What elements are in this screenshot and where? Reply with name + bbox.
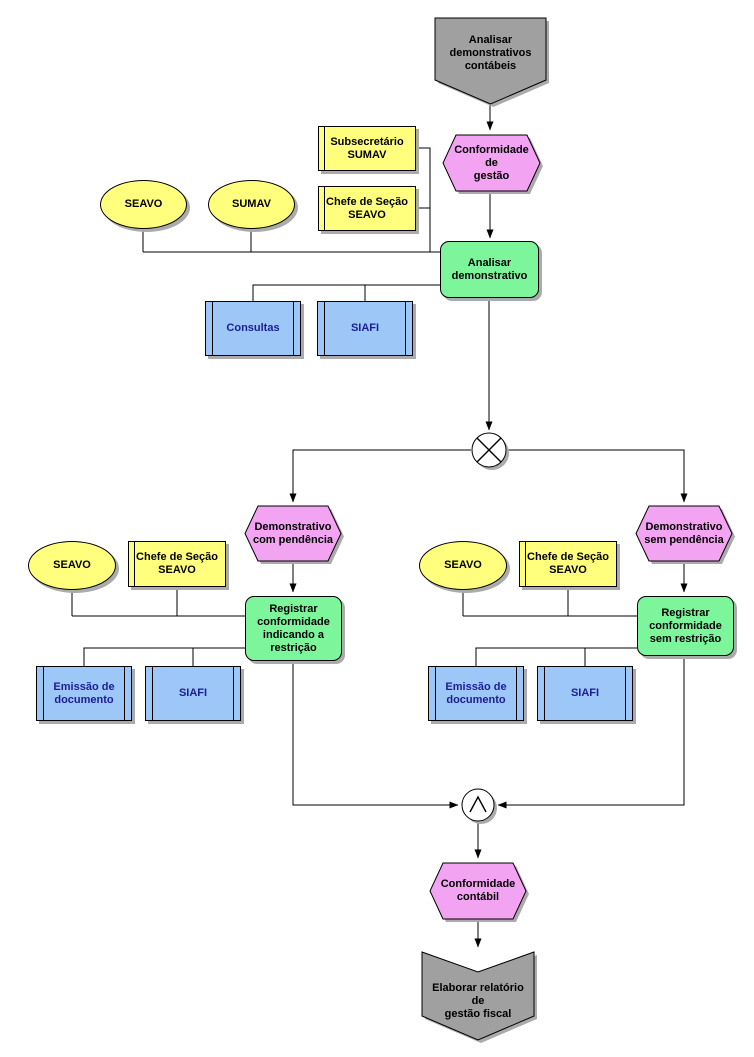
function-analisar-demonstrativo: Analisar demonstrativo — [440, 241, 539, 298]
org-unit-sumav-top: SUMAV — [208, 180, 295, 229]
system-siafi-left: SIAFI — [145, 666, 241, 721]
position-subsecretario-sumav: Subsecretário SUMAV — [318, 126, 416, 171]
system-siafi-right: SIAFI — [537, 666, 633, 721]
position-label: Subsecretário SUMAV — [330, 135, 404, 161]
org-unit-label: SEAVO — [444, 559, 482, 571]
position-label: Chefe de Seção SEAVO — [326, 195, 408, 221]
event-label: Conformidade contábil — [440, 878, 516, 903]
position-chefe-secao-seavo-left: Chefe de Seção SEAVO — [128, 541, 226, 587]
org-unit-label: SEAVO — [53, 559, 91, 571]
xor-connector-icon — [471, 432, 509, 470]
org-unit-label: SEAVO — [124, 198, 163, 210]
org-unit-seavo-top: SEAVO — [100, 180, 187, 229]
function-label: Registrar conformidade indicando a restr… — [257, 602, 330, 654]
position-label: Chefe de Seção SEAVO — [527, 551, 609, 576]
system-label: SIAFI — [178, 687, 208, 699]
event-conformidade-contabil: Conformidade contábil — [429, 862, 529, 922]
position-label: Chefe de Seção SEAVO — [136, 551, 218, 576]
system-emissao-documento-right: Emissão de documento — [428, 666, 524, 721]
system-emissao-documento-left: Emissão de documento — [36, 666, 132, 721]
function-label: Registrar conformidade sem restrição — [649, 606, 722, 645]
and-connector-icon — [461, 788, 497, 824]
position-chefe-secao-seavo-right: Chefe de Seção SEAVO — [519, 541, 617, 587]
org-unit-seavo-left: SEAVO — [28, 541, 116, 590]
system-label: SIAFI — [350, 322, 380, 334]
event-demonstrativo-sem-pendencia: Demonstrativo sem pendência — [635, 505, 735, 564]
process-interface-label: Analisar demonstrativos contábeis — [449, 33, 532, 72]
system-label: Emissão de documento — [445, 680, 507, 706]
event-conformidade-de-gestao: Conformidade de gestão — [442, 134, 543, 194]
system-siafi-top: SIAFI — [317, 301, 413, 356]
event-label: Conformidade de gestão — [454, 143, 529, 182]
process-interface-analisar-demonstrativos: Analisar demonstrativos contábeis — [434, 17, 549, 107]
org-unit-label: SUMAV — [232, 198, 271, 210]
event-label: Demonstrativo sem pendência — [644, 520, 724, 546]
position-chefe-secao-seavo-top: Chefe de Seção SEAVO — [318, 186, 416, 231]
function-registrar-conformidade-com-restricao: Registrar conformidade indicando a restr… — [245, 596, 342, 661]
event-demonstrativo-com-pendencia: Demonstrativo com pendência — [244, 505, 344, 564]
org-unit-seavo-right: SEAVO — [419, 541, 507, 590]
system-label: Emissão de documento — [53, 680, 115, 706]
process-interface-label: Elaborar relatório de gestão fiscal — [432, 981, 524, 1020]
function-label: Analisar demonstrativo — [451, 256, 528, 282]
event-label: Demonstrativo com pendência — [252, 520, 334, 546]
system-label: SIAFI — [570, 687, 600, 699]
function-registrar-conformidade-sem-restricao: Registrar conformidade sem restrição — [637, 596, 734, 656]
process-interface-elaborar-relatorio: Elaborar relatório de gestão fiscal — [421, 951, 537, 1043]
system-label: Consultas — [226, 322, 280, 334]
system-consultas: Consultas — [205, 301, 301, 356]
